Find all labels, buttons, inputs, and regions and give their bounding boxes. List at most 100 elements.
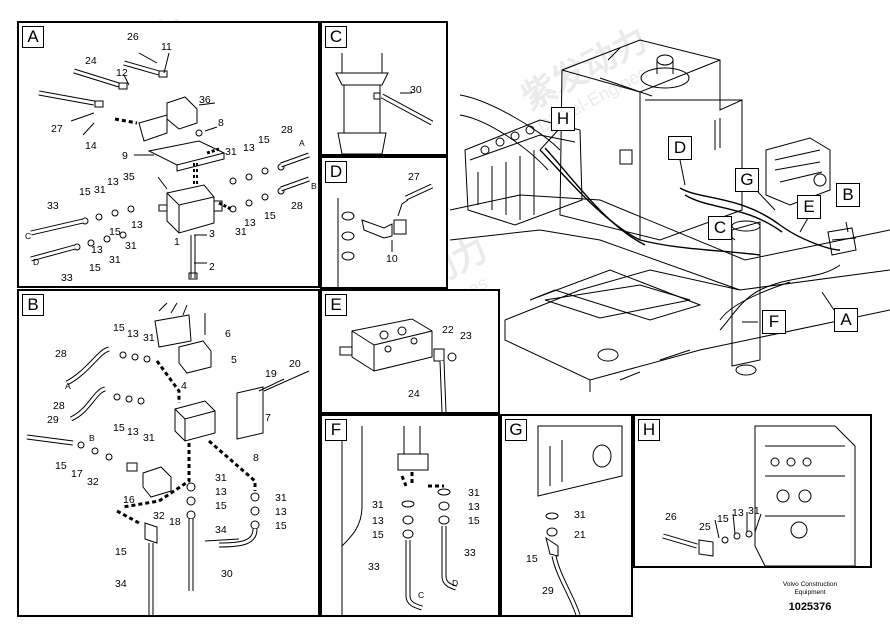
ref-number: 32	[87, 476, 99, 488]
ref-number: 22	[442, 324, 454, 336]
overview-callout-h[interactable]: H	[551, 107, 575, 131]
hose-letter: B	[89, 433, 95, 443]
ref-number: 12	[116, 67, 128, 79]
ref-number: 2	[209, 261, 215, 273]
ref-number: 17	[71, 468, 83, 480]
panel-f-numbers: 31 31 13 13 15 15 33 33 C D	[368, 487, 480, 600]
panel-a-drawing	[30, 52, 310, 280]
panel-a: A 26 11 24 12 36 27 14 8 9 31 13 15 28 A…	[17, 21, 320, 288]
ref-number: 34	[115, 578, 127, 590]
ref-number: 15	[79, 186, 91, 198]
ref-number: 15	[717, 513, 729, 525]
ref-number: 31	[215, 472, 227, 484]
ref-number: 23	[460, 330, 472, 342]
hose-letter: D	[452, 578, 458, 588]
overview-callout-g[interactable]: G	[735, 168, 759, 192]
ref-number: 13	[131, 219, 143, 231]
overview-callout-a[interactable]: A	[834, 308, 858, 332]
ref-number: 5	[231, 354, 237, 366]
panel-g-label: G	[505, 419, 527, 441]
panel-b-drawing	[26, 302, 310, 615]
ref-number: 10	[386, 253, 398, 265]
panel-f-label: F	[325, 419, 347, 441]
ref-number: 31	[143, 432, 155, 444]
ref-number: 31	[225, 146, 237, 158]
ref-number: 3	[209, 228, 215, 240]
panel-d-numbers: 27 10	[386, 171, 420, 265]
overview-callout-b[interactable]: B	[836, 183, 860, 207]
ref-number: 15	[113, 422, 125, 434]
overview-callout-c[interactable]: C	[708, 216, 732, 240]
ref-number: 24	[408, 388, 420, 400]
ref-number: 15	[468, 515, 480, 527]
ref-number: 15	[115, 546, 127, 558]
panel-b: B 6 15 13 31 5 28 4 19 20 A 28 7 15 13 3…	[17, 289, 320, 617]
ref-number: 15	[89, 262, 101, 274]
ref-number: 15	[109, 226, 121, 238]
overview-callout-d[interactable]: D	[668, 136, 692, 160]
ref-number: 28	[55, 348, 67, 360]
ref-number: 13	[468, 501, 480, 513]
ref-number: 15	[113, 322, 125, 334]
hose-letter: B	[311, 181, 317, 191]
ref-number: 30	[221, 568, 233, 580]
caption-line-1: Volvo Construction	[782, 581, 838, 588]
ref-number: 35	[123, 171, 135, 183]
ref-number: 13	[127, 426, 139, 438]
hose-letter: D	[33, 257, 39, 267]
panel-b-numbers: 6 15 13 31 5 28 4 19 20 A 28 7 15 13 31 …	[47, 322, 301, 590]
ref-number: 13	[732, 507, 744, 519]
ref-number: 32	[153, 510, 165, 522]
ref-number: 26	[665, 511, 677, 523]
ref-number: 15	[55, 460, 67, 472]
ref-number: 16	[123, 494, 135, 506]
ref-number: 30	[410, 84, 422, 96]
ref-number: 31	[275, 492, 287, 504]
panel-c-label: C	[325, 26, 347, 48]
panel-e-drawing	[339, 318, 457, 412]
panel-e-label: E	[325, 294, 347, 316]
ref-number: 18	[169, 516, 181, 528]
ref-number: 19	[265, 368, 277, 380]
ref-number: 24	[85, 55, 97, 67]
panel-g-drawing	[537, 425, 623, 615]
hose-letter: A	[65, 381, 71, 391]
ref-number: 14	[85, 140, 97, 152]
ref-number: 33	[61, 272, 73, 284]
ref-number: 31	[235, 226, 247, 238]
panel-e: E 22 23 24	[320, 289, 500, 414]
hose-letter: C	[25, 231, 31, 241]
ref-number: 31	[372, 499, 384, 511]
footer-caption: Volvo Construction Equipment	[770, 581, 850, 597]
hose-letter: C	[418, 590, 424, 600]
caption-line-2: Equipment	[794, 589, 826, 596]
ref-number: 21	[574, 529, 586, 541]
ref-number: 13	[243, 142, 255, 154]
overview-callout-e[interactable]: E	[797, 195, 821, 219]
ref-number: 9	[122, 150, 128, 162]
ref-number: 15	[526, 553, 538, 565]
panel-a-label: A	[22, 26, 44, 48]
ref-number: 29	[47, 414, 59, 426]
panel-g-numbers: 31 21 15 29	[526, 509, 586, 597]
panel-a-numbers: 26 11 24 12 36 27 14 8 9 31 13 15 28 A 3…	[25, 31, 317, 284]
overview-callout-f[interactable]: F	[762, 310, 786, 334]
ref-number: 15	[372, 529, 384, 541]
ref-number: 13	[275, 506, 287, 518]
ref-number: 15	[215, 500, 227, 512]
ref-number: 31	[574, 509, 586, 521]
panel-d-drawing	[337, 183, 434, 287]
ref-number: 15	[258, 134, 270, 146]
ref-number: 31	[468, 487, 480, 499]
ref-number: 8	[218, 117, 224, 129]
panel-e-numbers: 22 23 24	[408, 324, 472, 400]
ref-number: 36	[199, 94, 211, 106]
panel-d-label: D	[325, 161, 347, 183]
ref-number: 31	[94, 184, 106, 196]
ref-number: 31	[143, 332, 155, 344]
ref-number: 4	[181, 380, 187, 392]
panel-c-numbers: 30	[410, 84, 422, 96]
panel-c-drawing	[335, 53, 434, 154]
